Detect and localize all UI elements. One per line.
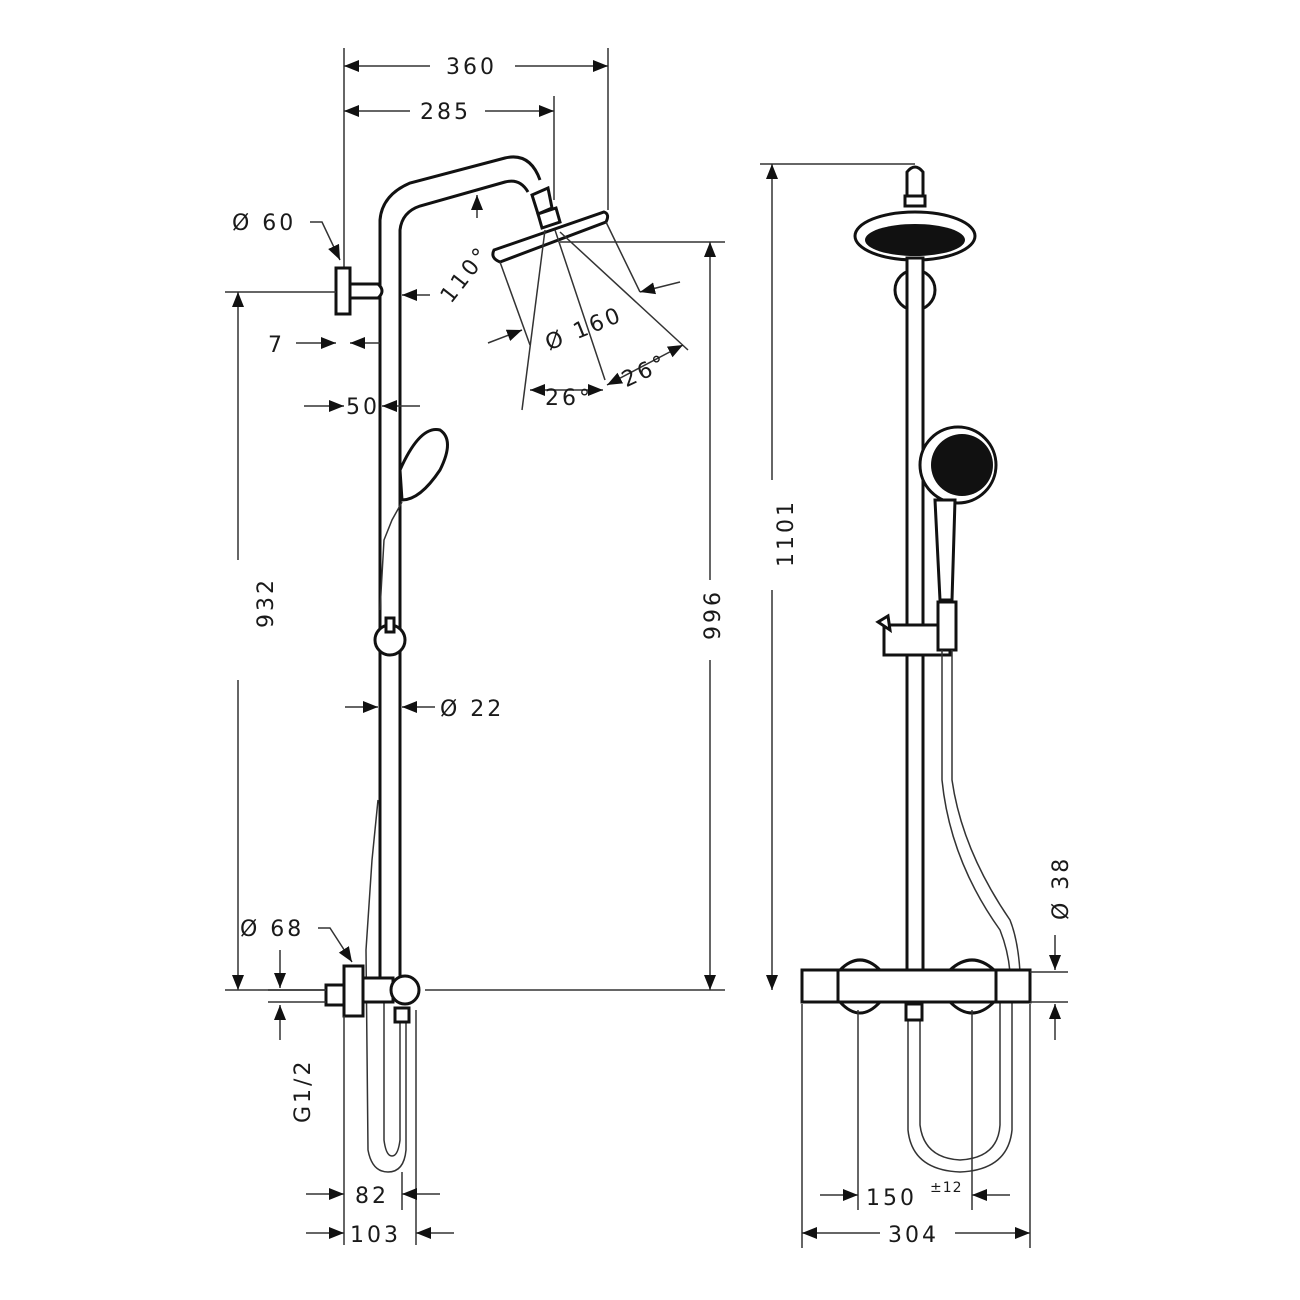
dim-304-label: 304: [888, 1223, 939, 1248]
hose-outlet-front: [904, 1002, 924, 1022]
slider-pin: [384, 616, 396, 634]
dim-1101-label: 1101: [774, 499, 799, 567]
dim-arm-reach: 285: [344, 96, 555, 200]
inlet-right-top: [948, 958, 996, 972]
inlet-connector: [324, 983, 346, 1007]
dim-bracket-height: 932: [225, 291, 336, 990]
dim-mixer-height-label: Ø 38: [1049, 856, 1074, 920]
front-view: 1101 Ø: [760, 163, 1074, 1248]
dim-spray-left-label: 26°: [545, 386, 593, 411]
mixer-bar-side: [361, 976, 395, 1004]
dim-bracket-diameter-label: Ø 60: [232, 211, 296, 236]
dim-285-label: 285: [420, 100, 471, 125]
dim-50-label: 50: [346, 395, 380, 420]
wall-bracket-arm: [348, 282, 384, 300]
dim-150-label: 150: [866, 1186, 917, 1211]
side-view: 360 285 110° Ø 160 26° 26°: [225, 48, 726, 1248]
hose-holder-front: [936, 600, 958, 652]
dim-head-diameter-label: Ø 160: [542, 303, 627, 357]
inlet-left-top: [838, 958, 882, 972]
dim-rail-diameter-label: Ø 22: [440, 697, 504, 722]
dim-110-label: 110°: [436, 241, 496, 308]
dim-spray-right-label: 26°: [618, 350, 672, 393]
dim-932-label: 932: [254, 577, 279, 628]
shower-arm-outer: [378, 155, 542, 990]
shower-arm-inner: [398, 179, 530, 990]
dim-996-label: 996: [701, 589, 726, 640]
inlet-left-bottom: [838, 1000, 882, 1015]
mixer-handle-side: [389, 974, 421, 1006]
head-connector-front: [905, 165, 925, 202]
dim-head-height: 996: [701, 242, 726, 990]
dim-103-label: 103: [350, 1223, 401, 1248]
dim-thread-label: G1/2: [291, 1059, 316, 1123]
wall-bracket-plate: [334, 266, 352, 316]
dim-tolerance-label: ±12: [930, 1180, 963, 1196]
rail-front: [905, 256, 925, 975]
head-joint: [536, 206, 562, 230]
dim-7-label: 7: [268, 333, 285, 358]
dim-overall-reach: 360: [343, 48, 609, 300]
dim-360-label: 360: [446, 55, 497, 80]
thermostat-mixer-front: [800, 968, 1032, 1004]
hose-outlet-side: [393, 1006, 411, 1024]
hand-shower-side: [398, 428, 449, 502]
mixer-body-side: [342, 964, 365, 1018]
dim-82-label: 82: [355, 1184, 389, 1209]
head-nut-front: [903, 194, 927, 208]
hand-shower-handle: [933, 498, 957, 602]
dim-mixer-diameter-label: Ø 68: [240, 917, 304, 942]
